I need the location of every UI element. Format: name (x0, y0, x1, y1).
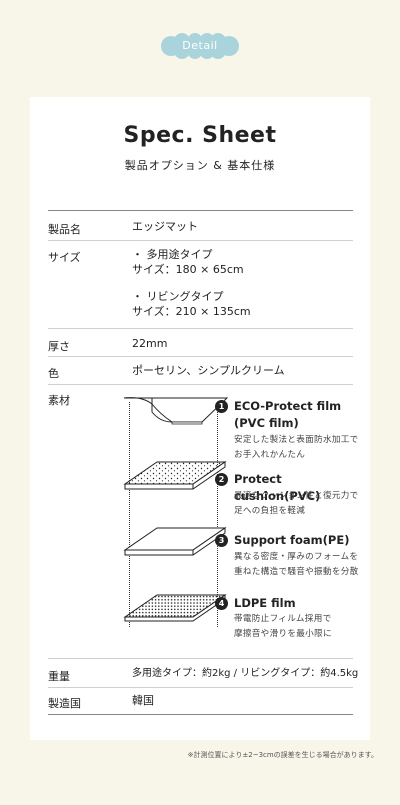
layer-guide-line (129, 402, 130, 627)
divider (48, 384, 353, 385)
origin-value: 韓国 (132, 694, 154, 707)
color-value: ポーセリン、シンプルクリーム (132, 364, 285, 377)
divider (48, 356, 353, 357)
layer-guide-line (217, 402, 218, 627)
divider (48, 328, 353, 329)
spec-card: Spec. Sheet 製品オプション & 基本仕様 製品名 エッジマット サイ… (30, 97, 370, 740)
layer-number-badge: 1 (215, 400, 228, 413)
size-living-value: サイズ：210 × 135cm (132, 305, 251, 318)
size-label: サイズ (48, 251, 81, 264)
layer-description: お手入れかんたん (234, 450, 306, 460)
layer-name: Protect cushion(PVC) (234, 472, 321, 503)
weight-value: 多用途タイプ：約2kg / リビングタイプ：約4.5kg (132, 668, 359, 679)
divider (48, 714, 353, 715)
material-label: 素材 (48, 394, 70, 407)
layer-number-badge: 2 (215, 473, 228, 486)
product-name-value: エッジマット (132, 220, 198, 233)
footnote: ※計測位置により±2~3cmの誤差を生じる場合があります。 (187, 751, 378, 759)
layer-description: 足への負担を軽減 (234, 506, 306, 516)
layer-name: ECO-Protect film (234, 399, 342, 413)
divider (48, 658, 353, 659)
size-multi-value: サイズ：180 × 65cm (132, 263, 244, 276)
divider (48, 240, 353, 241)
ldpe-layer-icon (123, 594, 227, 622)
material-layers-illustration (123, 397, 229, 622)
thickness-label: 厚さ (48, 340, 70, 353)
film-layer-icon (123, 397, 229, 425)
cushion-layer-icon (123, 461, 227, 490)
layer-description: 異なる密度・厚みのフォームを (234, 552, 359, 562)
layer-name: Support foam(PE) (234, 533, 350, 547)
layer-description: 重ねた構造で騒音や振動を分散 (234, 567, 359, 577)
color-label: 色 (48, 367, 59, 380)
size-living-type: ・ リビングタイプ (132, 290, 224, 303)
page-title: Spec. Sheet (123, 123, 277, 148)
foam-layer-icon (123, 527, 227, 556)
layer-name: (PVC film) (234, 416, 299, 430)
layer-number-badge: 3 (215, 534, 228, 547)
layer-description: 帯電防止フィルム採用で (234, 614, 332, 624)
size-multi-type: ・ 多用途タイプ (132, 248, 213, 261)
layer-description: 摩擦音や滑りを最小限に (234, 629, 332, 639)
thickness-value: 22mm (132, 337, 168, 350)
layer-description: 最適なクッション性と復元力で (234, 491, 359, 501)
product-name-label: 製品名 (48, 223, 81, 236)
layer-name: LDPE film (234, 596, 296, 610)
layer-number-badge: 4 (215, 597, 228, 610)
layer-description: 安定した製法と表面防水加工で (234, 435, 359, 445)
divider (48, 210, 353, 211)
cloud-shape-icon (161, 33, 239, 59)
detail-badge-label: Detail (182, 39, 218, 52)
origin-label: 製造国 (48, 697, 81, 710)
divider (48, 687, 353, 688)
page-subtitle: 製品オプション & 基本仕様 (124, 159, 276, 172)
detail-badge: Detail (160, 33, 240, 59)
weight-label: 重量 (48, 670, 70, 683)
